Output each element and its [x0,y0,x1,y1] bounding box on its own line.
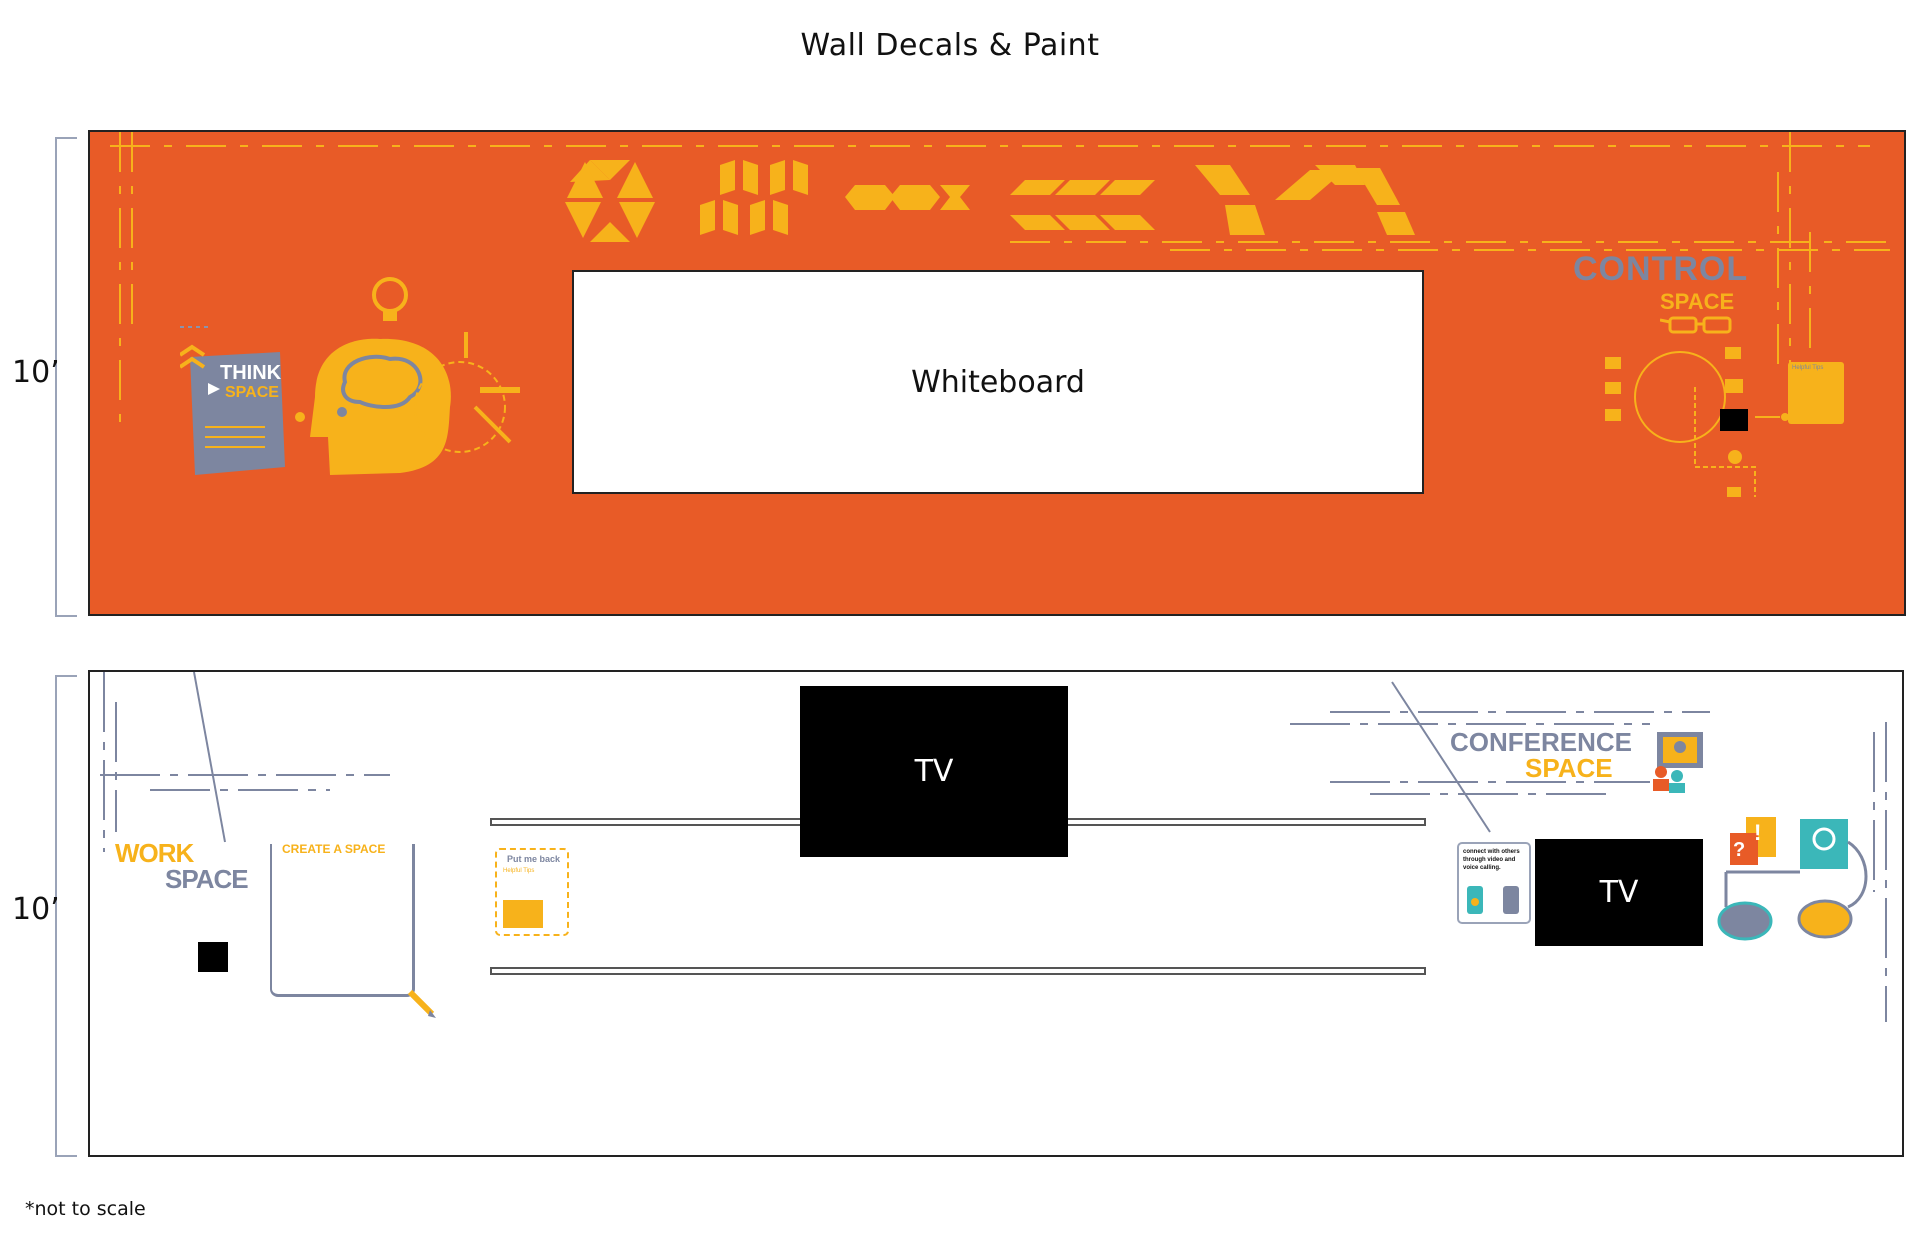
put-me-back-title: Put me back [507,854,561,864]
think-space-line1: THINK [220,362,282,384]
idea-brains-decal [1717,817,1868,941]
bottom-wall-decor-lines [100,672,1887,1022]
work-space-line2: SPACE [165,864,249,894]
rail-lower [490,967,1426,975]
create-a-space-frame [270,844,415,997]
bottom-wall: TV WORK SPACE CREATE A SPACE Put me back… [88,670,1904,1157]
control-space-line2: SPACE [1660,289,1735,314]
control-space-line1: CONTROL [1573,250,1749,288]
conference-people-icon [1653,732,1703,793]
glasses-icon [1660,316,1732,334]
connect-card: connect with others through video and vo… [1457,842,1531,924]
whiteboard: Whiteboard [572,270,1424,494]
create-a-space-label: CREATE A SPACE [282,842,386,856]
connect-card-line2: through video and [1463,857,1516,863]
top-wall-orange: Whiteboard THINK SPACE CONTROL SPACE [88,130,1906,616]
think-space-decal [180,277,520,475]
put-me-back-subtitle: Helpful Tips [503,868,535,874]
control-space-diagram [1605,347,1789,497]
helpful-tips-title: Helpful Tips [1792,365,1824,371]
dimension-label-top: 10’ [12,355,60,390]
dimension-label-bottom: 10’ [12,892,60,927]
top-wall-geometric-decals [565,160,1415,242]
conference-space-line1: CONFERENCE [1450,727,1633,757]
think-space-line2: SPACE [225,384,279,401]
question-badge: ? [1733,839,1746,861]
pencil-icon [408,990,436,1018]
footnote: *not to scale [25,1198,146,1220]
tv-side: TV [1535,839,1703,946]
work-space-line1: WORK [115,838,194,868]
connect-card-line3: voice calling. [1463,865,1501,871]
exclaim-badge: ! [1754,820,1762,845]
dimension-bracket-top [55,137,77,617]
phone-icon [1467,886,1519,914]
put-me-back-note [503,900,543,928]
put-me-back-card: Put me back Helpful Tips [495,848,569,936]
helpful-tips-card: Helpful Tips [1788,362,1844,424]
tv-main: TV [800,686,1068,857]
page-title: Wall Decals & Paint [800,28,1100,63]
connect-card-line1: connect with others [1463,849,1520,855]
conference-space-line2: SPACE [1525,753,1613,783]
black-square-left [198,942,228,972]
dimension-bracket-bottom [55,675,77,1157]
